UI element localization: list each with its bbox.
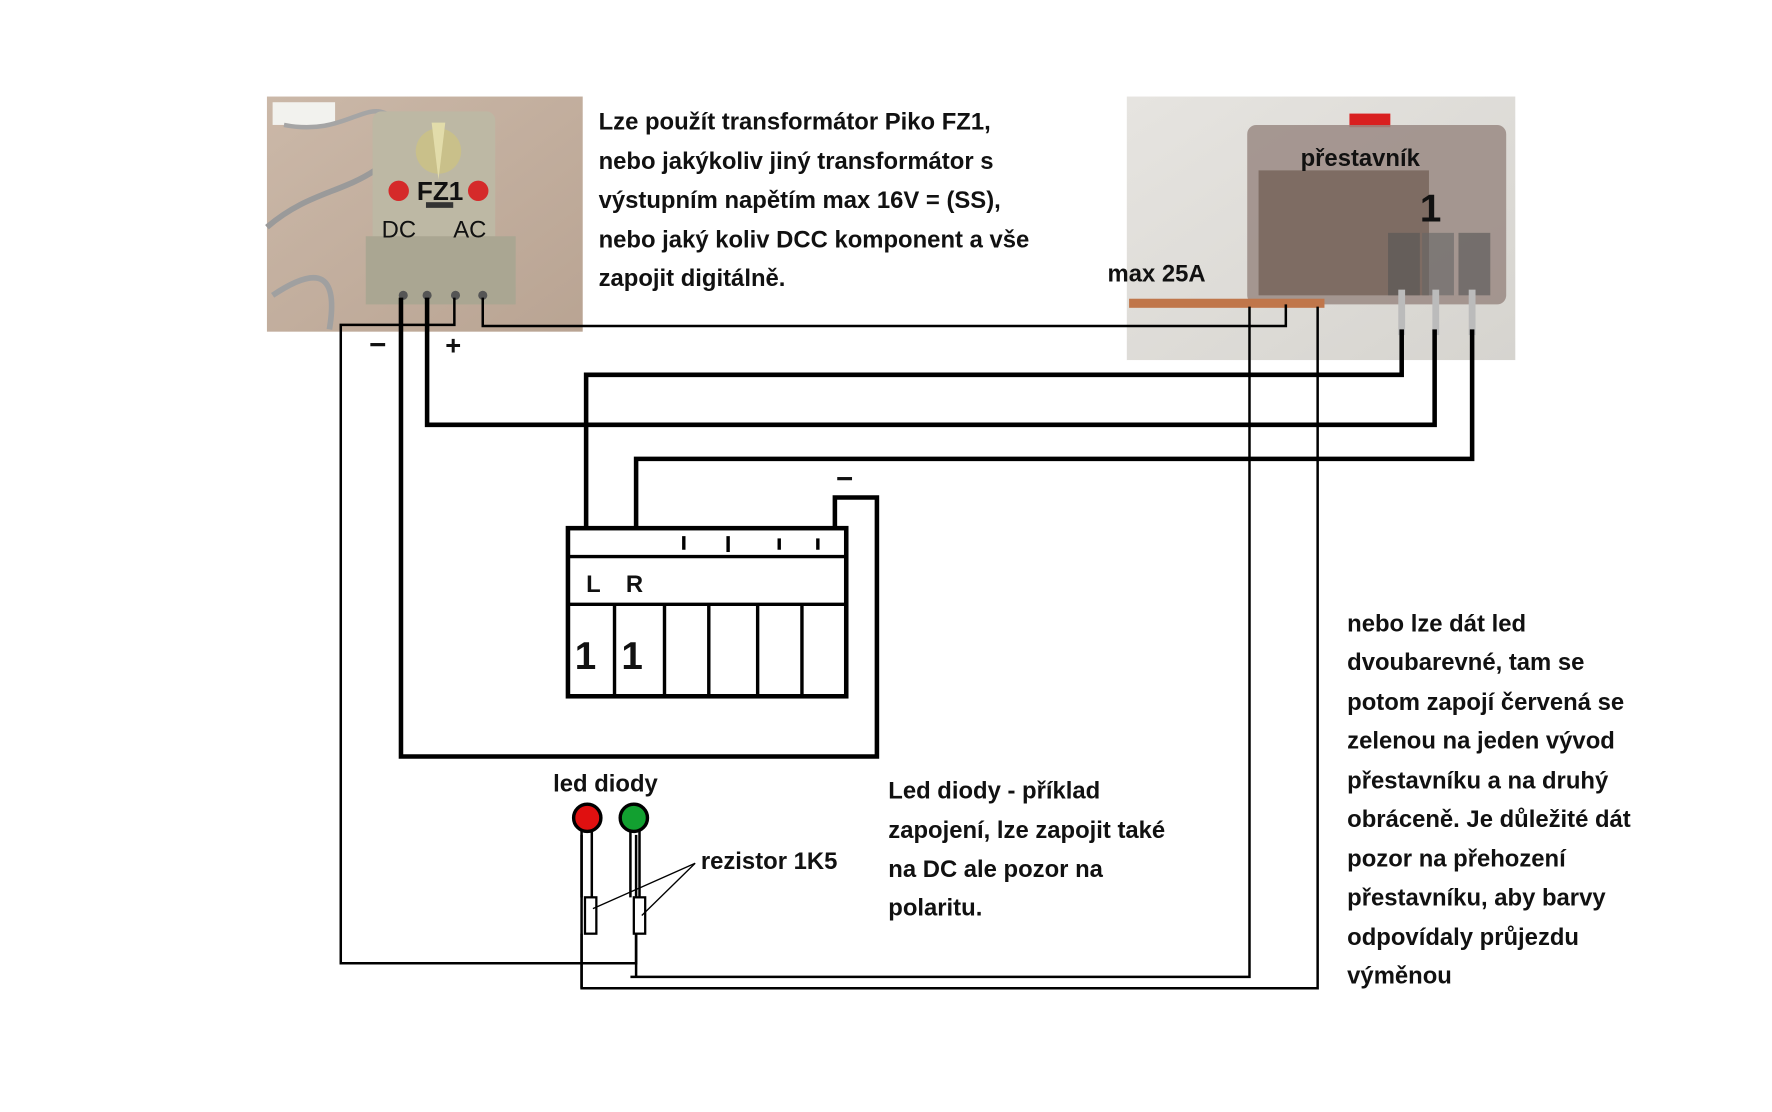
note-line: obráceně. Je důležité dát	[1347, 806, 1631, 833]
green-led-icon	[618, 802, 650, 834]
relay-number: 1	[1420, 187, 1441, 230]
note-line: nebo lze dát led	[1347, 611, 1526, 638]
note-line: Led diody - příklad	[888, 778, 1100, 805]
wire-minus-controller	[398, 297, 880, 759]
wire-relay-red	[580, 306, 1319, 990]
right-label: R	[626, 571, 643, 598]
note-line: přestavníku, aby barvy	[1347, 884, 1606, 911]
relay-label: přestavník	[1301, 145, 1421, 172]
controller-module: L R 1 1	[565, 525, 849, 699]
intro-line: zapojit digitálně.	[599, 265, 786, 292]
intro-line: nebo jakýkoliv jiný transformátor s	[599, 148, 994, 175]
intro-text: Lze použít transformátor Piko FZ1, nebo …	[599, 108, 1030, 292]
wires	[339, 297, 1475, 990]
note-line: přestavníku a na druhý	[1347, 767, 1609, 794]
transformer-label: FZ1	[417, 176, 463, 206]
relay-pin	[1398, 289, 1406, 336]
relay-pin	[1432, 289, 1440, 336]
relay-pin	[1468, 289, 1476, 336]
resistor-icon	[632, 896, 647, 935]
transformer-photo: FZ1 DC AC	[265, 96, 583, 332]
dc-label: DC	[382, 216, 416, 243]
wire-right-relay	[633, 329, 1475, 548]
intro-line: nebo jaký koliv DCC komponent a vše	[599, 227, 1030, 254]
minus-label: −	[369, 328, 386, 361]
resistor-icon	[583, 896, 598, 935]
plus-label: +	[445, 329, 461, 360]
intro-line: Lze použít transformátor Piko FZ1,	[599, 108, 991, 135]
bicolor-note: nebo lze dát led dvoubarevné, tam se pot…	[1347, 611, 1631, 990]
note-line: zapojení, lze zapojit také	[888, 817, 1165, 844]
note-line: dvoubarevné, tam se	[1347, 649, 1584, 676]
note-line: polaritu.	[888, 894, 982, 921]
note-line: odpovídaly průjezdu	[1347, 924, 1579, 951]
note-line: pozor na přehození	[1347, 846, 1567, 873]
led-note: Led diody - příklad zapojení, lze zapoji…	[888, 778, 1165, 922]
copper-rail	[1129, 298, 1325, 308]
note-line: výměnou	[1347, 963, 1452, 990]
cell-2-value: 1	[621, 635, 642, 678]
note-line: na DC ale pozor na	[888, 856, 1103, 883]
led-title: led diody	[553, 771, 658, 798]
wire-common-relay	[424, 297, 1437, 428]
left-label: L	[586, 571, 601, 598]
ac-label: AC	[453, 216, 486, 243]
max-current-label: max 25A	[1108, 261, 1206, 288]
indicator-light-icon	[467, 180, 489, 202]
note-line: potom zapojí červená se	[1347, 689, 1624, 716]
led-circuit	[571, 802, 696, 989]
wire-left-relay	[583, 329, 1404, 548]
note-line: zelenou na jeden vývod	[1347, 728, 1615, 755]
wire-ac-relay	[481, 297, 1288, 328]
controller-minus-label: −	[836, 462, 853, 495]
relay-photo: přestavník 1	[1126, 96, 1516, 361]
wire-relay-green	[630, 306, 1251, 979]
intro-line: výstupním napětím max 16V = (SS),	[599, 187, 1001, 214]
cell-1-value: 1	[575, 635, 596, 678]
resistor-label: rezistor 1K5	[701, 848, 838, 875]
red-led-icon	[571, 802, 603, 834]
indicator-light-icon	[388, 180, 409, 202]
